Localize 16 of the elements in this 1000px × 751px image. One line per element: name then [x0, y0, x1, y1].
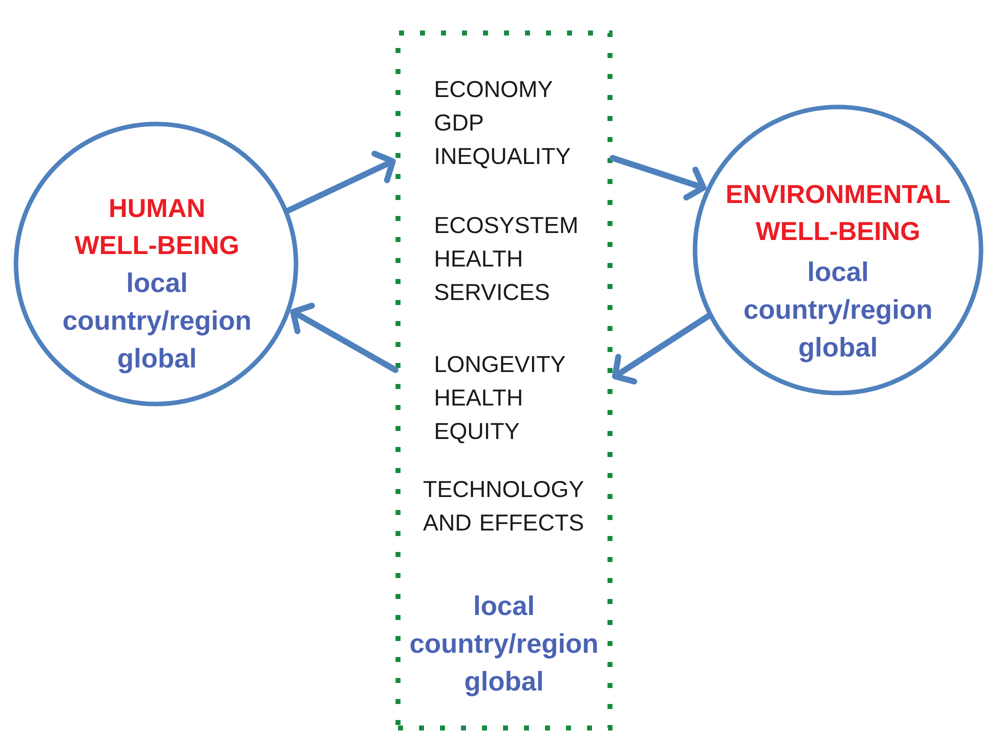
node-title: HUMAN WELL-BEING	[74, 199, 238, 254]
dotted-box	[396, 30, 612, 730]
circle-node	[14, 122, 298, 406]
scale-list: local country/region global	[64, 272, 250, 374]
arrow	[290, 302, 398, 373]
topic-list: ECONOMY GDP INEQUALITY	[435, 80, 570, 168]
node-title: ENVIRONMENTAL WELL-BEING	[727, 184, 950, 240]
topic-list: LONGEVITY HEALTH EQUITY	[436, 356, 566, 444]
arrow	[610, 155, 706, 200]
topic-list: ECOSYSTEM HEALTH SERVICES	[435, 216, 577, 300]
circle-node	[692, 104, 984, 396]
arrow	[284, 150, 396, 214]
scale-list: local country/region global	[744, 261, 931, 362]
scale-list: local country/region global	[410, 595, 597, 696]
arrow	[612, 312, 712, 384]
topic-list: TECHNOLOGY AND EFFECTS	[423, 480, 584, 531]
